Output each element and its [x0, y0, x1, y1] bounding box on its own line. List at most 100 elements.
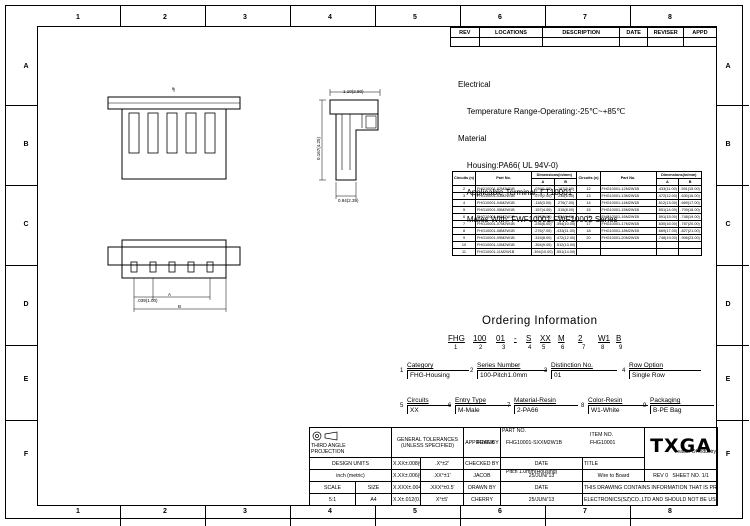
dim-cell: 20 [576, 234, 601, 242]
zone-col-6: 6 [498, 14, 502, 21]
code-number: 3 [502, 345, 506, 351]
dim-cell: 6 [451, 213, 477, 221]
ordering-box-title: Packaging [650, 397, 714, 406]
projection-cell: THIRD ANGLE PROJECTION [309, 427, 392, 458]
dim-cell: FHG10001-14M2W1B [599, 199, 657, 207]
third-angle-label: THIRD ANGLE PROJECTION [311, 442, 346, 455]
design-units-value: inch (metric) [309, 469, 392, 482]
dim-cell: .039(1.00) [531, 185, 555, 193]
code-segment: M [558, 334, 565, 343]
ordering-title: Ordering Information [482, 315, 598, 327]
dim-b-label: B [178, 304, 181, 309]
zone-tick [717, 345, 749, 346]
tol-row-0-b: X°±5' [420, 493, 464, 506]
dim-col-b-2: B [678, 178, 702, 186]
ordering-box-value: 01 [551, 371, 617, 379]
title-line-1: Wire to Board [581, 469, 646, 482]
code-segment: 2 [578, 334, 583, 343]
dim-cell: 9 [451, 234, 477, 242]
approve-label: APPROVE BY [465, 439, 499, 446]
dim-cell: FHG10001-06M2W1B [475, 213, 533, 221]
ordering-box-value: M-Male [455, 406, 511, 414]
zone-row-C: C [725, 221, 731, 228]
spec-line: Material [458, 134, 487, 143]
zone-col-1: 1 [76, 508, 80, 515]
ordering-box-title: Circuits [407, 397, 451, 406]
part-no-cell: PART NO. [499, 427, 646, 458]
zone-tick [120, 5, 121, 26]
dim-cell: FHG10001-20M2W1B [599, 234, 657, 242]
date-label-3: DATE [500, 481, 583, 494]
code-segment: - [514, 334, 517, 343]
ordering-box-title: Color-Resin [588, 397, 648, 406]
dim-cell: .433(11.00) [655, 185, 680, 193]
zone-col-8: 8 [668, 508, 672, 515]
ordering-box-value: FHG-Housing [407, 371, 469, 379]
zone-row-F: F [725, 451, 731, 458]
zone-row-F: F [23, 451, 29, 458]
projection-symbol-icon [312, 431, 338, 440]
box-number: 3 [544, 368, 548, 374]
dim-cell: .394(10.00) [553, 220, 578, 228]
dim-cell: FHG10001-08M2W1B [475, 227, 533, 235]
zone-col-4: 4 [328, 14, 332, 21]
box-number: 7 [507, 403, 511, 409]
dim-cell: 8 [451, 227, 477, 235]
zone-col-1: 1 [76, 14, 80, 21]
dim-cell: FHG10001-16M2W1B [599, 213, 657, 221]
dim-cell: .472(12.00) [655, 192, 680, 200]
dim-cell: .748(19.00) [678, 213, 702, 221]
zone-col-2: 2 [163, 14, 167, 21]
drawing-border-inner [37, 26, 717, 506]
zone-tick [5, 185, 37, 186]
zone-tick [375, 505, 376, 526]
scale-label: SCALE [309, 481, 356, 494]
ordering-box-title: Series Number [477, 362, 547, 371]
dim-cell: 17 [576, 220, 601, 228]
zone-tick [120, 505, 121, 526]
code-number: 7 [582, 345, 586, 351]
zone-tick [460, 505, 461, 526]
date-value-3: 25/JUN/'13 [500, 493, 583, 506]
dim-cell: .394(10.00) [531, 248, 555, 256]
zone-row-A: A [23, 63, 29, 70]
dim-cell: FHG10001-12M2W1B [599, 185, 657, 193]
code-number: 1 [454, 345, 458, 351]
drawn-label: DRAWN BY [463, 481, 501, 494]
dim-cell: .630(16.00) [678, 192, 702, 200]
zone-row-B: B [725, 141, 731, 148]
zone-col-4: 4 [328, 508, 332, 515]
dim-a-label: A [168, 292, 171, 297]
dim-cell: 18 [576, 227, 601, 235]
dim-cell: .315(8.00) [553, 206, 578, 214]
zone-tick [5, 420, 37, 421]
code-segment: XX [540, 334, 551, 343]
dim-cell [599, 248, 657, 256]
dim-cell: .315(8.00) [531, 234, 555, 242]
zone-col-5: 5 [413, 508, 417, 515]
dim-cell: .551(14.00) [553, 248, 578, 256]
size-value: A4 [355, 493, 392, 506]
code-number: 9 [619, 345, 623, 351]
dim-cell: .472(12.00) [553, 234, 578, 242]
dim-cell: 7 [451, 220, 477, 228]
zone-col-2: 2 [163, 508, 167, 515]
item-no-value: FHG10001 [590, 440, 616, 446]
box-number: 4 [622, 368, 626, 374]
dim-cell: 5 [451, 206, 477, 214]
dim-cell: 15 [576, 206, 601, 214]
ordering-box-value: Single Row [629, 371, 701, 379]
zone-tick [5, 345, 37, 346]
bottom-pitch-label: .039(1.00) [137, 298, 158, 303]
checked-name: JACOB [463, 469, 501, 482]
zone-tick [717, 265, 749, 266]
zone-col-7: 7 [583, 508, 587, 515]
zone-tick [717, 185, 749, 186]
zone-tick [630, 505, 631, 526]
